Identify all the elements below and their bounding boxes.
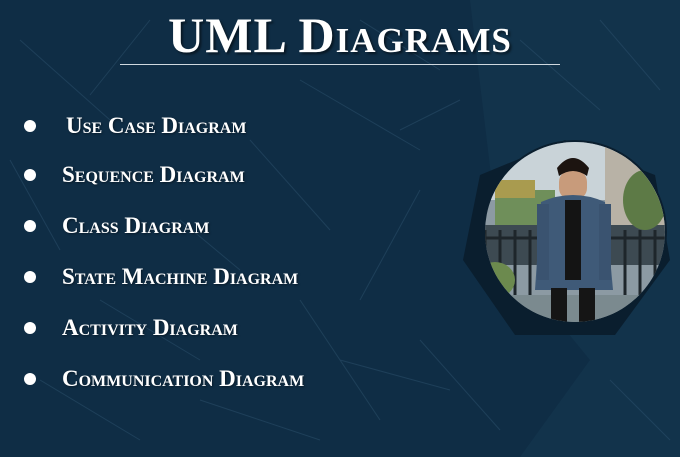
list-item: Activity Diagram — [24, 315, 238, 341]
bullet-icon — [24, 322, 36, 334]
page-title: UML Diagrams — [168, 7, 512, 63]
list-item: Use Case Diagram — [24, 113, 246, 139]
list-item-label: Activity Diagram — [62, 315, 238, 340]
list-item-label: Sequence Diagram — [62, 162, 245, 187]
title-underline — [120, 64, 560, 65]
list-item: Communication Diagram — [24, 366, 304, 392]
bullet-icon — [24, 120, 36, 132]
list-item-label: Class Diagram — [62, 213, 210, 238]
list-item: State Machine Diagram — [24, 264, 298, 290]
bullet-icon — [24, 373, 36, 385]
bullet-icon — [24, 271, 36, 283]
profile-photo — [455, 130, 675, 350]
list-item-label: State Machine Diagram — [62, 264, 299, 289]
bullet-icon — [24, 220, 36, 232]
list-item: Sequence Diagram — [24, 162, 245, 188]
list-item-label: Communication Diagram — [62, 366, 305, 391]
bullet-icon — [24, 169, 36, 181]
list-item: Class Diagram — [24, 213, 209, 239]
list-item-label: Use Case Diagram — [66, 113, 247, 138]
